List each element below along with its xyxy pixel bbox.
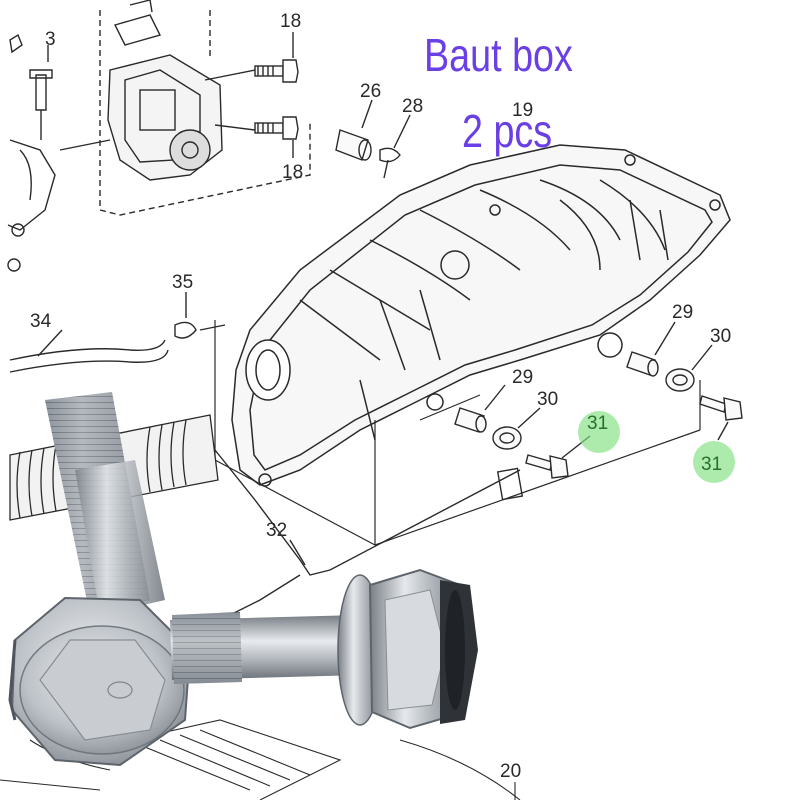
callout-30-lower: 30 bbox=[537, 389, 558, 410]
callout-30-upper: 30 bbox=[710, 326, 731, 347]
bolt-photo-vertical bbox=[8, 392, 192, 767]
throttle-body-assembly bbox=[59, 0, 311, 216]
callout-19: 19 bbox=[512, 100, 533, 121]
screw-18-lower bbox=[254, 116, 299, 158]
callout-29-upper: 29 bbox=[672, 302, 693, 323]
grommet-30-lower bbox=[492, 407, 541, 450]
callout-18-upper: 18 bbox=[280, 11, 301, 32]
callout-32: 32 bbox=[266, 520, 287, 541]
callout-31-upper: 31 bbox=[701, 454, 722, 475]
callout-labels: 3 18 18 26 28 19 35 34 29 30 29 30 32 20 bbox=[30, 11, 731, 782]
collar-26 bbox=[335, 99, 373, 161]
grommet-30-upper bbox=[665, 344, 713, 392]
callout-3: 3 bbox=[45, 29, 56, 50]
dashed-leaders bbox=[214, 320, 701, 546]
callout-28: 28 bbox=[402, 96, 423, 117]
highlighted-callouts: 31 31 bbox=[578, 411, 735, 483]
airbox-cover bbox=[231, 144, 731, 487]
left-edge-parts bbox=[7, 33, 56, 272]
highlight-marker-31-lower bbox=[578, 411, 620, 453]
hose-34 bbox=[9, 329, 169, 373]
callout-20: 20 bbox=[500, 761, 521, 782]
callout-35: 35 bbox=[172, 272, 193, 293]
collar-29-upper bbox=[626, 321, 676, 377]
highlight-marker-31-upper bbox=[693, 441, 735, 483]
callout-26: 26 bbox=[360, 81, 381, 102]
screw-18-upper bbox=[254, 32, 299, 83]
callout-34: 34 bbox=[30, 311, 52, 332]
callout-31-lower: 31 bbox=[587, 413, 608, 434]
title-line-1: Baut box bbox=[424, 29, 573, 81]
callout-29-lower: 29 bbox=[512, 367, 533, 388]
title-line-2: 2 pcs bbox=[462, 105, 553, 157]
clip-35 bbox=[174, 292, 226, 339]
bolt-31-upper bbox=[699, 395, 743, 441]
callout-18-lower: 18 bbox=[282, 162, 303, 183]
bolt-photo-horizontal bbox=[170, 568, 478, 730]
clip-28 bbox=[379, 114, 411, 179]
collar-29-lower bbox=[454, 384, 506, 433]
